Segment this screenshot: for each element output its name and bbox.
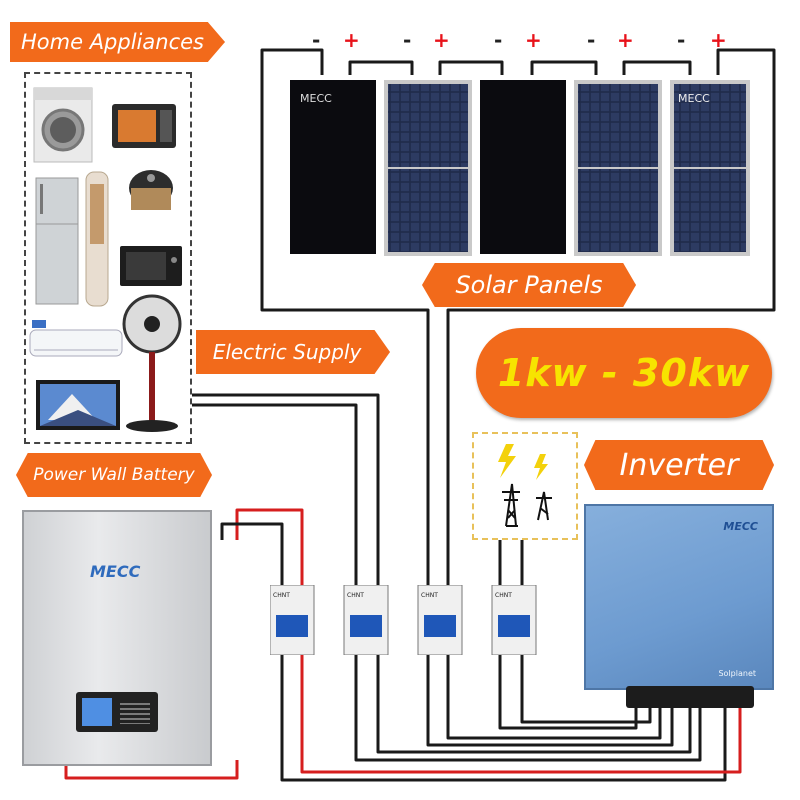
inverter-label: Inverter bbox=[584, 440, 774, 490]
polarity-plus-3: + bbox=[525, 28, 542, 52]
grid-box bbox=[472, 432, 578, 540]
fan-icon bbox=[122, 294, 182, 432]
battery-logo: MECC bbox=[90, 562, 141, 581]
solar-panel-4 bbox=[574, 80, 662, 256]
solar-panel-5: MECC bbox=[670, 80, 750, 256]
solar-wire-right bbox=[446, 48, 776, 585]
polarity-minus-1: - bbox=[312, 28, 321, 52]
oven-icon bbox=[120, 246, 182, 286]
breaker-brand-1: CHNT bbox=[273, 592, 290, 599]
panel-logo-5: MECC bbox=[678, 92, 710, 105]
solar-panel-2 bbox=[384, 80, 472, 256]
washing-machine-icon bbox=[33, 87, 93, 163]
power-tower-icon bbox=[498, 444, 552, 527]
battery-unit: MECC bbox=[22, 510, 212, 766]
solar-panel-3 bbox=[480, 80, 566, 254]
power-wall-battery-label: Power Wall Battery bbox=[16, 453, 212, 497]
breaker-2: CHNT bbox=[343, 585, 389, 655]
breaker-brand-4: CHNT bbox=[495, 592, 512, 599]
polarity-plus-2: + bbox=[433, 28, 450, 52]
supply-wire-1 bbox=[192, 393, 380, 585]
polarity-minus-4: - bbox=[587, 28, 596, 52]
lightning-icon bbox=[498, 444, 548, 480]
polarity-minus-5: - bbox=[677, 28, 686, 52]
polarity-minus-2: - bbox=[403, 28, 412, 52]
television-icon bbox=[36, 380, 120, 430]
breaker-1: CHNT bbox=[270, 585, 315, 655]
solar-panel-array: MECC MECC bbox=[290, 80, 750, 256]
microwave-icon bbox=[112, 104, 176, 148]
supply-wire-2 bbox=[192, 403, 358, 585]
solar-panel-1: MECC bbox=[290, 80, 376, 254]
inverter-maker: Solplanet bbox=[718, 669, 756, 678]
battery-status-leds bbox=[120, 700, 150, 724]
circuit-breaker-icon: CHNT CHNT CHNT CHNT bbox=[270, 585, 537, 655]
breaker-3: CHNT bbox=[417, 585, 463, 655]
breaker-brand-2: CHNT bbox=[347, 592, 364, 599]
battery-display bbox=[76, 692, 158, 732]
solar-wire-left bbox=[260, 48, 430, 585]
electric-supply-label: Electric Supply bbox=[196, 330, 390, 374]
appliances-box bbox=[24, 72, 192, 444]
panel-logo-1: MECC bbox=[300, 92, 332, 105]
breaker-brand-3: CHNT bbox=[421, 592, 438, 599]
polarity-minus-3: - bbox=[494, 28, 503, 52]
inverter-logo: MECC bbox=[723, 520, 758, 533]
polarity-plus-5: + bbox=[710, 28, 727, 52]
solar-panels-label: Solar Panels bbox=[422, 263, 636, 307]
inverter-unit: MECC Solplanet bbox=[584, 504, 774, 690]
breaker-4: CHNT bbox=[491, 585, 537, 655]
air-conditioner-icon bbox=[29, 320, 123, 357]
power-range-text: 1kw - 30kw bbox=[497, 351, 751, 395]
power-range-badge: 1kw - 30kw bbox=[476, 328, 772, 418]
battery-wire-black bbox=[220, 522, 284, 585]
polarity-plus-4: + bbox=[617, 28, 634, 52]
battery-wire-red bbox=[235, 508, 304, 585]
battery-out-red bbox=[64, 760, 239, 780]
battery-screen bbox=[82, 698, 112, 726]
home-appliances-label: Home Appliances bbox=[10, 22, 225, 62]
refrigerator-icon bbox=[35, 177, 79, 305]
appliances-illustration bbox=[29, 87, 182, 432]
air-purifier-icon bbox=[85, 171, 109, 307]
inverter-terminal-block bbox=[626, 686, 754, 708]
polarity-plus-1: + bbox=[343, 28, 360, 52]
rice-cooker-icon bbox=[129, 170, 173, 210]
